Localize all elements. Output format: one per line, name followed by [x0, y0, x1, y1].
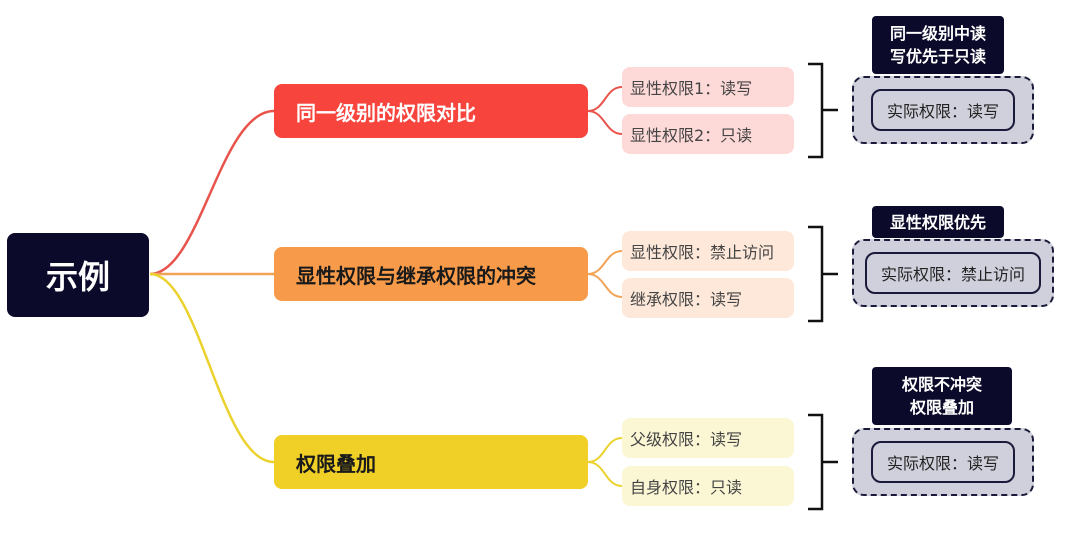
bracket-1 — [808, 62, 838, 159]
bracket-3 — [808, 413, 838, 511]
connector-branch-2-leaf-1 — [587, 250, 623, 275]
connector-branch-2-leaf-2 — [587, 273, 623, 298]
connector-root-branch-3 — [149, 272, 275, 464]
branch-same-level: 同一级别的权限对比 — [274, 84, 588, 138]
connector-branch-1-leaf-2 — [587, 110, 623, 135]
leaf-own-permission: 自身权限：只读 — [622, 466, 794, 506]
connector-root-branch-1 — [149, 109, 275, 276]
result-box-2: 实际权限：禁止访问 — [852, 239, 1054, 307]
connector-branch-3-leaf-2 — [587, 461, 623, 487]
bracket-2 — [808, 225, 838, 323]
result-label-3: 实际权限：读写 — [870, 441, 1015, 483]
leaf-explicit-permission-2: 显性权限2：只读 — [622, 114, 794, 154]
branch-permission-stacking: 权限叠加 — [274, 435, 588, 489]
result-box-1: 实际权限：读写 — [852, 76, 1034, 144]
result-label-2: 实际权限：禁止访问 — [864, 252, 1041, 294]
result-label-1: 实际权限：读写 — [870, 89, 1015, 131]
leaf-explicit-permission-1: 显性权限1：读写 — [622, 67, 794, 107]
root-node: 示例 — [7, 233, 149, 317]
note-explicit-priority: 显性权限优先 — [872, 206, 1004, 238]
note-no-conflict-stacking: 权限不冲突 权限叠加 — [872, 367, 1012, 425]
note-read-write-priority: 同一级别中读 写优先于只读 — [872, 16, 1004, 74]
connector-branch-1-leaf-1 — [587, 86, 623, 112]
branch-explicit-vs-inherited: 显性权限与继承权限的冲突 — [274, 247, 588, 301]
leaf-parent-permission: 父级权限：读写 — [622, 418, 794, 458]
leaf-explicit-permission: 显性权限：禁止访问 — [622, 231, 794, 271]
result-box-3: 实际权限：读写 — [852, 428, 1034, 496]
leaf-inherited-permission: 继承权限：读写 — [622, 278, 794, 318]
connector-branch-3-leaf-1 — [587, 437, 623, 463]
